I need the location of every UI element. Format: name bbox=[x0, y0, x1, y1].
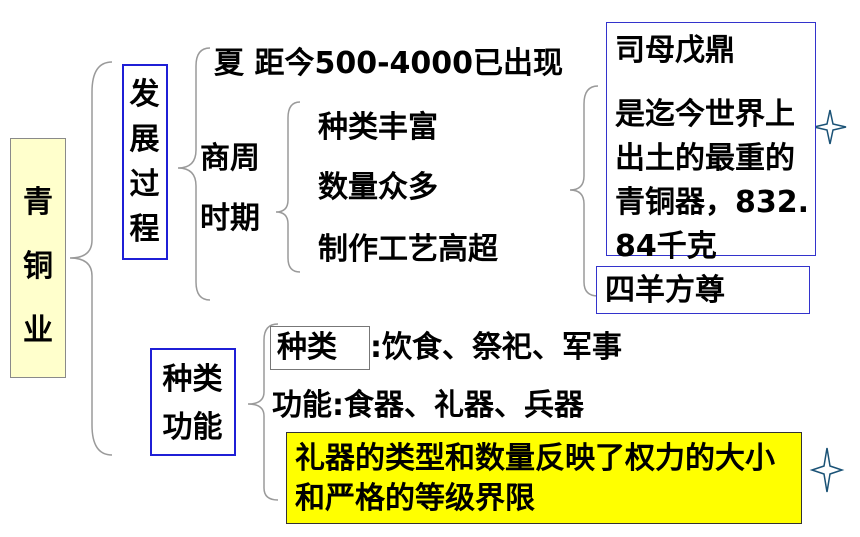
star-icon bbox=[809, 447, 845, 493]
type-value: :饮食、祭祀、军事 bbox=[370, 330, 622, 365]
type-function-node: 种类 功能 bbox=[150, 348, 236, 456]
highlight-box: 礼器的类型和数量反映了权力的大小和严格的等级界限 bbox=[286, 432, 802, 524]
zun-title: 四羊方尊 bbox=[605, 273, 725, 308]
development-label: 发 展 过 程 bbox=[129, 77, 160, 247]
root-brace bbox=[69, 61, 113, 456]
features-brace bbox=[275, 101, 301, 273]
type-function-label: 种类 功能 bbox=[162, 362, 223, 445]
shang-zhou-label-line1: 商周 bbox=[200, 141, 260, 176]
ding-fact-box: 司母戊鼎 是迄今世界上出土的最重的青铜器，832.84千克 bbox=[606, 22, 816, 264]
ding-description: 是迄今世界上出土的最重的青铜器，832.84千克 bbox=[615, 97, 810, 264]
feature-item: 种类丰富 bbox=[318, 110, 438, 145]
type-label: 种类 bbox=[277, 330, 337, 365]
root-node: 青 铜 业 bbox=[10, 138, 66, 378]
function-brace bbox=[247, 323, 279, 501]
examples-brace bbox=[569, 85, 599, 297]
zun-box: 四羊方尊 bbox=[596, 266, 810, 314]
function-line: 功能:食器、礼器、兵器 bbox=[272, 388, 584, 423]
ding-title: 司母戊鼎 bbox=[615, 33, 735, 68]
highlight-text: 礼器的类型和数量反映了权力的大小和严格的等级界限 bbox=[295, 441, 775, 516]
type-label-box: 种类 bbox=[270, 326, 370, 370]
shang-zhou-label-line2: 时期 bbox=[200, 201, 260, 236]
development-node: 发 展 过 程 bbox=[122, 64, 168, 260]
root-label: 青 铜 业 bbox=[23, 185, 53, 348]
xia-period-text: 夏 距今500-4000已出现 bbox=[214, 46, 564, 81]
feature-item: 数量众多 bbox=[318, 170, 438, 205]
development-brace bbox=[177, 47, 211, 301]
star-icon bbox=[813, 109, 847, 145]
feature-item: 制作工艺高超 bbox=[318, 232, 498, 267]
